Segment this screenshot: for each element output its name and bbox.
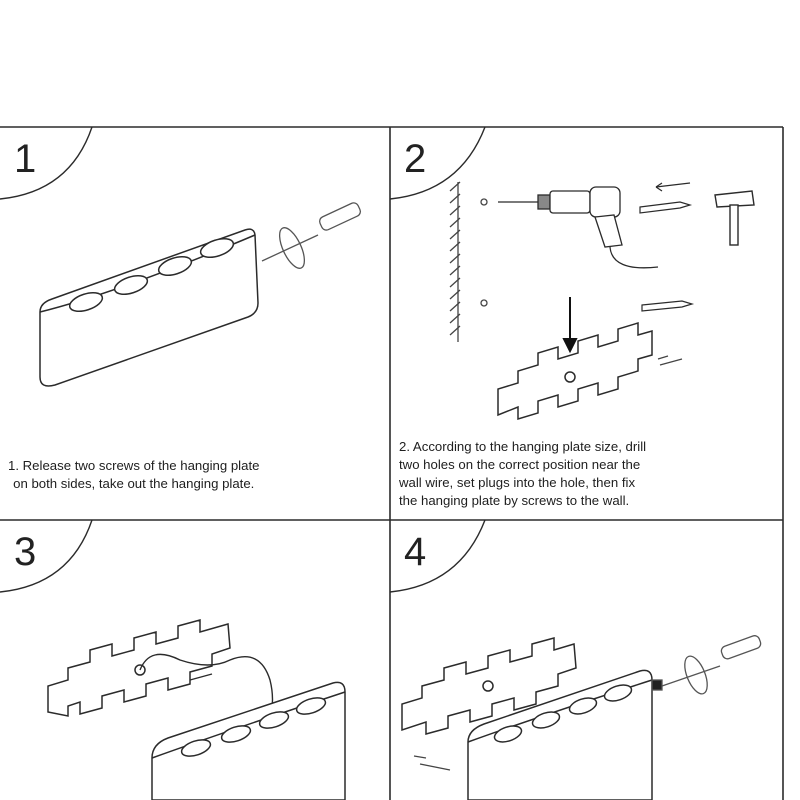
down-arrow-icon [562,297,578,354]
screw-icon [413,755,451,771]
step-number-arc [0,127,93,200]
step-number: 2 [404,137,427,181]
step-1-panel: 1 1. Release two screws of the hanging p… [0,127,390,520]
step-4-illustration [390,520,762,800]
step-1-caption: 1. Release two screws of the hanging pla… [8,457,259,493]
caption-line: 1. Release two screws of the hanging pla… [8,458,260,473]
drill-icon [498,186,659,269]
caption-line: on both sides, take out the hanging plat… [13,476,255,491]
step-number-arc [390,127,486,200]
step-3-illustration [0,520,346,800]
hanging-plate [497,321,653,421]
wall-hatch [449,181,488,342]
step-4-panel: 4 [390,520,783,800]
step-2-panel: 2 2. According to the hanging plate size… [390,127,783,520]
caption-line: the hanging plate by screws to the wall. [399,493,630,508]
step-number: 1 [14,137,37,181]
wall-lamp-body [467,669,653,800]
step-2-illustration [390,127,755,421]
wall-lamp-body [151,681,346,800]
step-number: 3 [14,530,37,574]
step-2-caption: 2. According to the hanging plate size, … [399,438,646,510]
caption-line: wall wire, set plugs into the hole, then… [399,475,636,490]
screwdriver-icon [261,202,361,269]
screw-icon [657,355,683,366]
hammer-icon [714,190,755,246]
step-1-illustration [0,127,361,387]
wire [139,653,274,719]
hanging-plate [47,619,231,717]
wall-lamp-body [39,228,259,387]
step-3-panel: 3 [0,520,390,800]
caption-line: two holes on the correct position near t… [399,457,641,472]
step-number-arc [0,520,93,593]
step-number: 4 [404,530,427,574]
caption-line: 2. According to the hanging plate size, … [399,439,647,454]
wall-plug-icon [639,182,695,312]
screwdriver-icon [651,635,762,695]
step-number-arc [390,520,486,593]
hanging-plate [401,637,577,735]
